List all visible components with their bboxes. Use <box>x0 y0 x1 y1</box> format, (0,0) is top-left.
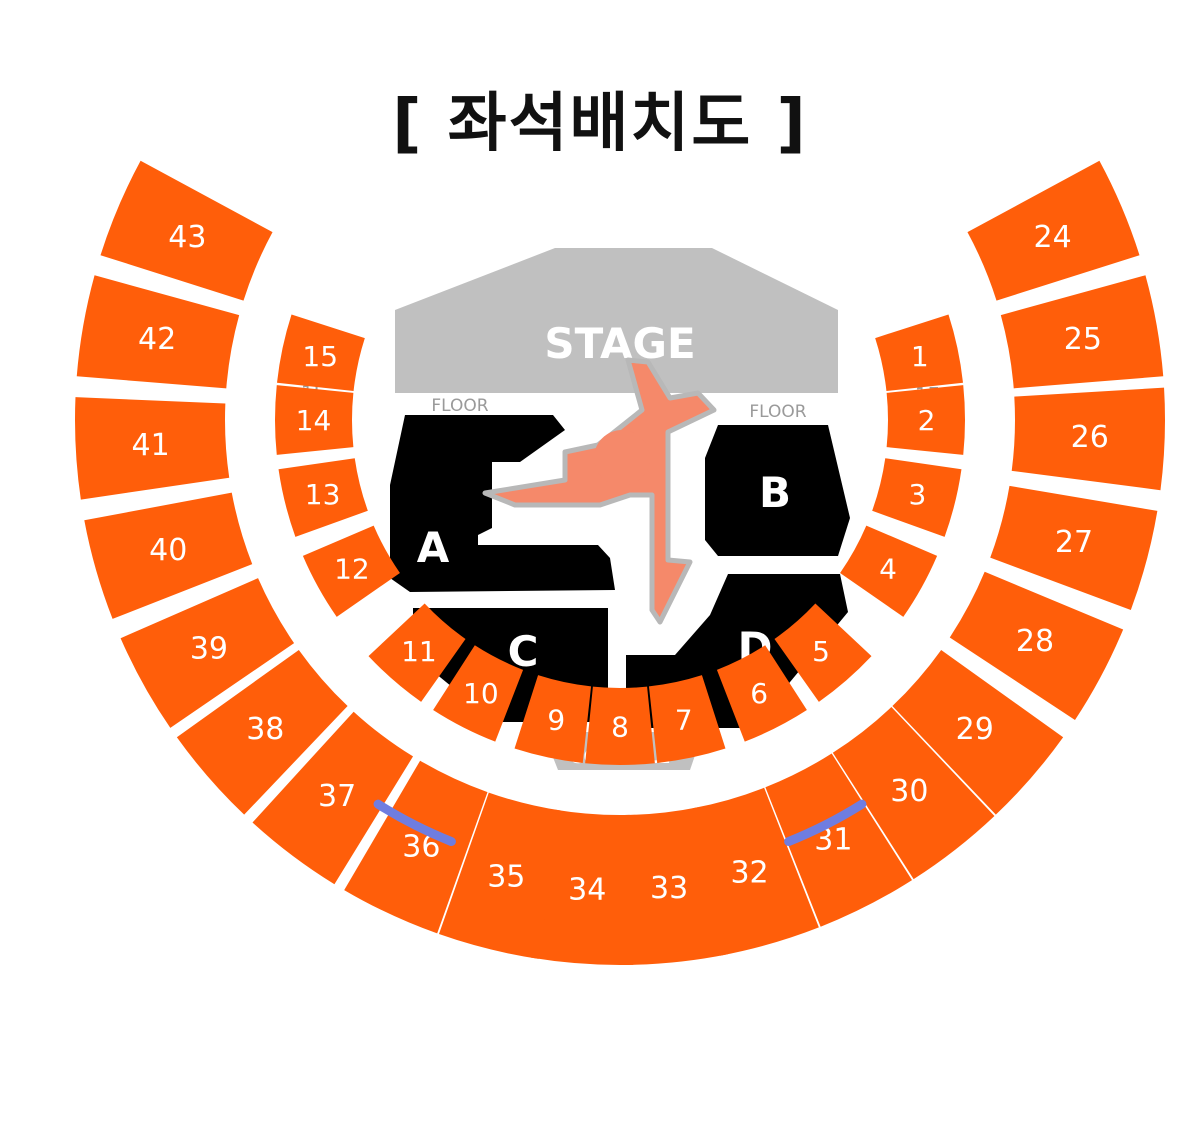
seat-1f-section-2[interactable] <box>886 385 965 455</box>
seat-2f-section-31[interactable] <box>765 753 913 927</box>
floor-label-left: FLOOR <box>431 396 488 416</box>
seat-1f-section-8[interactable] <box>585 686 655 765</box>
seat-1f-section-5-label: 5 <box>812 635 830 668</box>
seat-2f-section-27-label: 27 <box>1055 525 1093 560</box>
accessible-marker-section-6 <box>784 799 867 847</box>
seat-1f-section-3[interactable] <box>872 458 962 537</box>
seat-2f-section-29-label: 29 <box>956 712 994 747</box>
seat-2f-section-34[interactable] <box>530 809 634 966</box>
seat-1f-section-14-label: 14 <box>296 404 332 437</box>
seat-2f-section-36[interactable] <box>344 760 488 934</box>
seat-2f-section-30-label: 30 <box>890 774 928 809</box>
seat-2f-section-33-label: 33 <box>650 871 688 906</box>
seat-1f-section-15[interactable] <box>277 314 365 392</box>
floor-section-b[interactable] <box>705 425 850 556</box>
runway-center-stage <box>594 430 650 486</box>
seat-1f-section-9[interactable] <box>514 675 592 763</box>
seat-1f-section-8-label: 8 <box>611 710 629 743</box>
seat-2f-section-29[interactable] <box>892 649 1064 815</box>
seat-2f-section-27[interactable] <box>990 485 1158 610</box>
floor-label-right: FLOOR <box>749 402 806 422</box>
seat-1f-section-12[interactable] <box>302 525 400 617</box>
seat-1f-section-11-label: 11 <box>401 635 437 668</box>
seat-2f-section-43-label: 43 <box>168 220 206 255</box>
seat-1f-section-1[interactable] <box>875 314 963 392</box>
seat-2f-section-33[interactable] <box>624 807 728 965</box>
stage <box>395 248 838 393</box>
seat-1f-section-4[interactable] <box>840 525 938 617</box>
seat-2f-section-28[interactable] <box>949 571 1124 721</box>
seat-2f-section-28-label: 28 <box>1016 624 1054 659</box>
seat-2f-section-38[interactable] <box>176 649 348 815</box>
seat-2f-section-32[interactable] <box>692 787 819 956</box>
seat-1f-section-15-label: 15 <box>302 340 338 373</box>
accessible-marker-section-10 <box>373 799 456 847</box>
seat-2f-section-42[interactable] <box>76 275 240 389</box>
seat-2f-section-43[interactable] <box>100 160 273 301</box>
seat-2f-section-40[interactable] <box>84 492 253 619</box>
stage-label: STAGE <box>544 319 695 368</box>
runway <box>482 357 717 625</box>
seat-1f-section-7[interactable] <box>648 675 726 763</box>
seat-2f-section-30[interactable] <box>832 706 995 880</box>
seat-1f-section-10-label: 10 <box>463 677 499 710</box>
seat-1f-section-3-label: 3 <box>908 478 926 511</box>
seat-2f-section-37-label: 37 <box>318 779 356 814</box>
seat-1f-section-1-label: 1 <box>911 340 929 373</box>
seat-1f-section-6-label: 6 <box>750 677 768 710</box>
seat-2f-section-35-label: 35 <box>487 860 525 895</box>
seat-2f-section-39[interactable] <box>120 578 295 728</box>
seat-2f-section-32-label: 32 <box>730 855 768 890</box>
seat-2f-section-25[interactable] <box>1000 275 1164 389</box>
seat-2f-section-37[interactable] <box>252 711 414 885</box>
seat-1f-section-10[interactable] <box>433 645 524 742</box>
page-title: [ 좌석배치도 ] <box>392 87 808 161</box>
seat-2f-section-41-label: 41 <box>132 428 170 463</box>
seat-2f-section-42-label: 42 <box>138 322 176 357</box>
seat-1f-section-13[interactable] <box>278 458 368 537</box>
seat-1f-section-9-label: 9 <box>547 704 565 737</box>
seat-2f-section-24[interactable] <box>967 160 1140 301</box>
seat-1f-section-5[interactable] <box>774 603 872 702</box>
seat-1f-section-12-label: 12 <box>334 552 370 585</box>
seat-1f-section-11[interactable] <box>368 603 466 702</box>
seat-2f-section-26-label: 26 <box>1071 420 1109 455</box>
seat-1f-section-4-label: 4 <box>879 552 897 585</box>
floor-section-b-label: B <box>759 468 791 517</box>
seat-2f-section-26[interactable] <box>1011 387 1166 491</box>
seat-2f-section-34-label: 34 <box>568 872 606 907</box>
seat-1f-section-13-label: 13 <box>305 478 341 511</box>
seat-2f-section-35[interactable] <box>438 792 561 959</box>
seat-1f-section-6[interactable] <box>716 645 807 742</box>
floor-section-a-label: A <box>417 523 450 572</box>
seat-1f-section-14[interactable] <box>275 385 354 455</box>
seat-2f-section-38-label: 38 <box>246 712 284 747</box>
seat-2f-section-40-label: 40 <box>149 533 187 568</box>
seat-2f-section-24-label: 24 <box>1034 220 1072 255</box>
seat-1f-section-2-label: 2 <box>918 404 936 437</box>
seat-1f-section-7-label: 7 <box>675 704 693 737</box>
seat-2f-section-41[interactable] <box>74 397 230 500</box>
floor-section-a[interactable] <box>390 415 615 592</box>
seat-2f-section-39-label: 39 <box>190 631 228 666</box>
seat-2f-section-25-label: 25 <box>1064 322 1102 357</box>
